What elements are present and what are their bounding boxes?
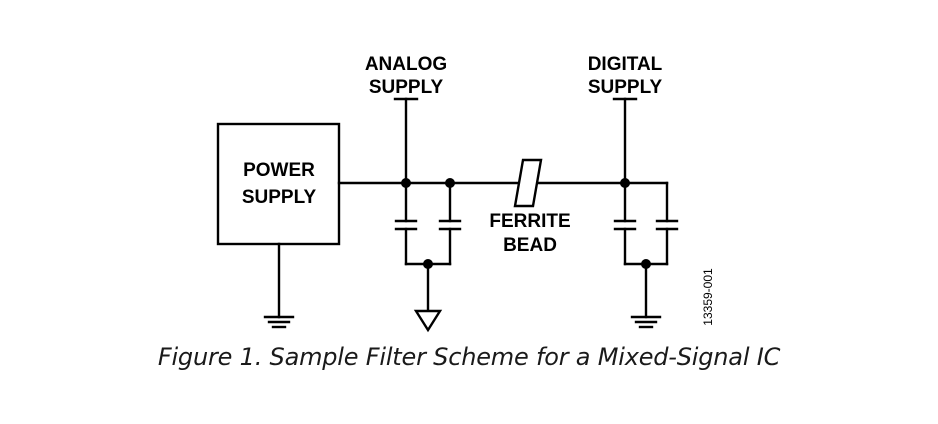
analog-ground-junction-dot [423, 259, 433, 269]
analog-capacitor-2 [438, 181, 462, 266]
digital-capacitor-1 [613, 181, 637, 266]
digital-ground-icon [630, 315, 662, 329]
ferrite-bead-label-line2: BEAD [503, 235, 557, 256]
digital-supply-label-line1: DIGITAL [588, 54, 663, 75]
power-supply-ground-icon [263, 315, 295, 329]
power-supply-box [216, 122, 341, 246]
power-supply-label-line1: POWER [243, 160, 315, 181]
figure-caption: Figure 1. Sample Filter Scheme for a Mix… [157, 343, 781, 371]
analog-capacitor-1 [394, 181, 418, 266]
power-supply-label-line2: SUPPLY [242, 187, 317, 208]
ferrite-bead-label-line1: FERRITE [489, 211, 570, 232]
figure-id-label: 13359-001 [701, 268, 715, 326]
digital-capacitor-2 [655, 181, 679, 266]
analog-supply-label-line1: ANALOG [365, 54, 447, 75]
analog-cap-junction-dot [445, 178, 455, 188]
analog-supply-label-line2: SUPPLY [369, 77, 444, 98]
analog-ground-icon [413, 309, 443, 333]
digital-supply-label-line2: SUPPLY [588, 77, 663, 98]
digital-junction-dot [620, 178, 630, 188]
ferrite-bead-symbol [513, 158, 543, 208]
analog-junction-dot [401, 178, 411, 188]
digital-ground-junction-dot [641, 259, 651, 269]
